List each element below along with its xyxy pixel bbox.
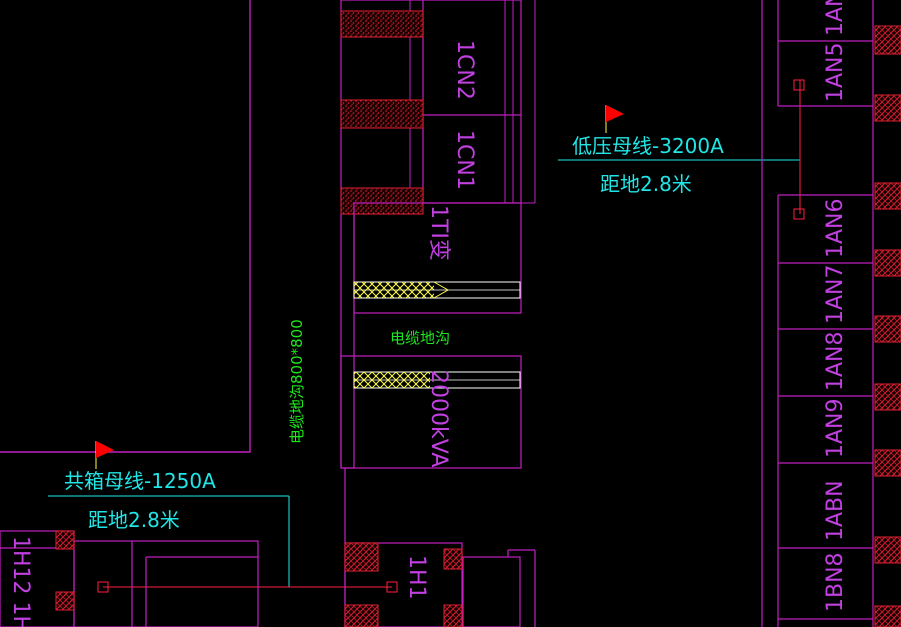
low-voltage-busway: [558, 79, 805, 220]
hv-cabinets-left-hatch: [55, 530, 75, 611]
cable-trench-strips: [353, 281, 521, 389]
panel-label: 1AN: [823, 0, 848, 36]
lv-panel-column: [761, 0, 874, 627]
shared-box-busway-label: 共箱母线-1250A: [64, 469, 216, 493]
panel-label: 1AN9: [823, 398, 848, 458]
hv-cabinet-label: 1H1: [404, 555, 429, 600]
hv-cabinets-left: [0, 530, 259, 627]
transformer: [340, 202, 522, 469]
capacitor-1-label: 1CN2: [452, 40, 477, 100]
capacitor-2-label: 1CN1: [452, 130, 477, 190]
low-voltage-busway-height: 距地2.8米: [600, 172, 692, 196]
shared-box-busway-height: 距地2.8米: [88, 508, 180, 532]
panel-label: 1AN8: [823, 331, 848, 391]
hv-cabinet-1h1-hatch: [344, 542, 463, 627]
shared-box-busway: [48, 495, 398, 593]
panel-label: 1AN7: [823, 264, 848, 324]
low-voltage-busway-label: 低压母线-3200A: [572, 134, 724, 158]
panel-label: 1AN5: [823, 42, 848, 102]
flag-icon: [605, 105, 624, 133]
panel-label: 1AN6: [823, 198, 848, 258]
transformer-rating-label: 2000kVA: [426, 370, 451, 467]
flag-icon: [95, 441, 114, 469]
room-wall: [0, 0, 251, 453]
hv-cabinet-left-label: 1H12 1H: [8, 536, 33, 627]
cable-trench-spec: 电缆地沟800*800: [288, 319, 306, 444]
capacitor-cabinets: [340, 0, 536, 215]
panel-label: 1ABN: [823, 480, 848, 541]
lv-panel-hatch: [874, 25, 901, 627]
transformer-name-label: 1TI变: [426, 205, 451, 261]
panel-label: 1BN8: [823, 552, 848, 612]
cable-trench-label: 电缆地沟: [390, 329, 450, 347]
